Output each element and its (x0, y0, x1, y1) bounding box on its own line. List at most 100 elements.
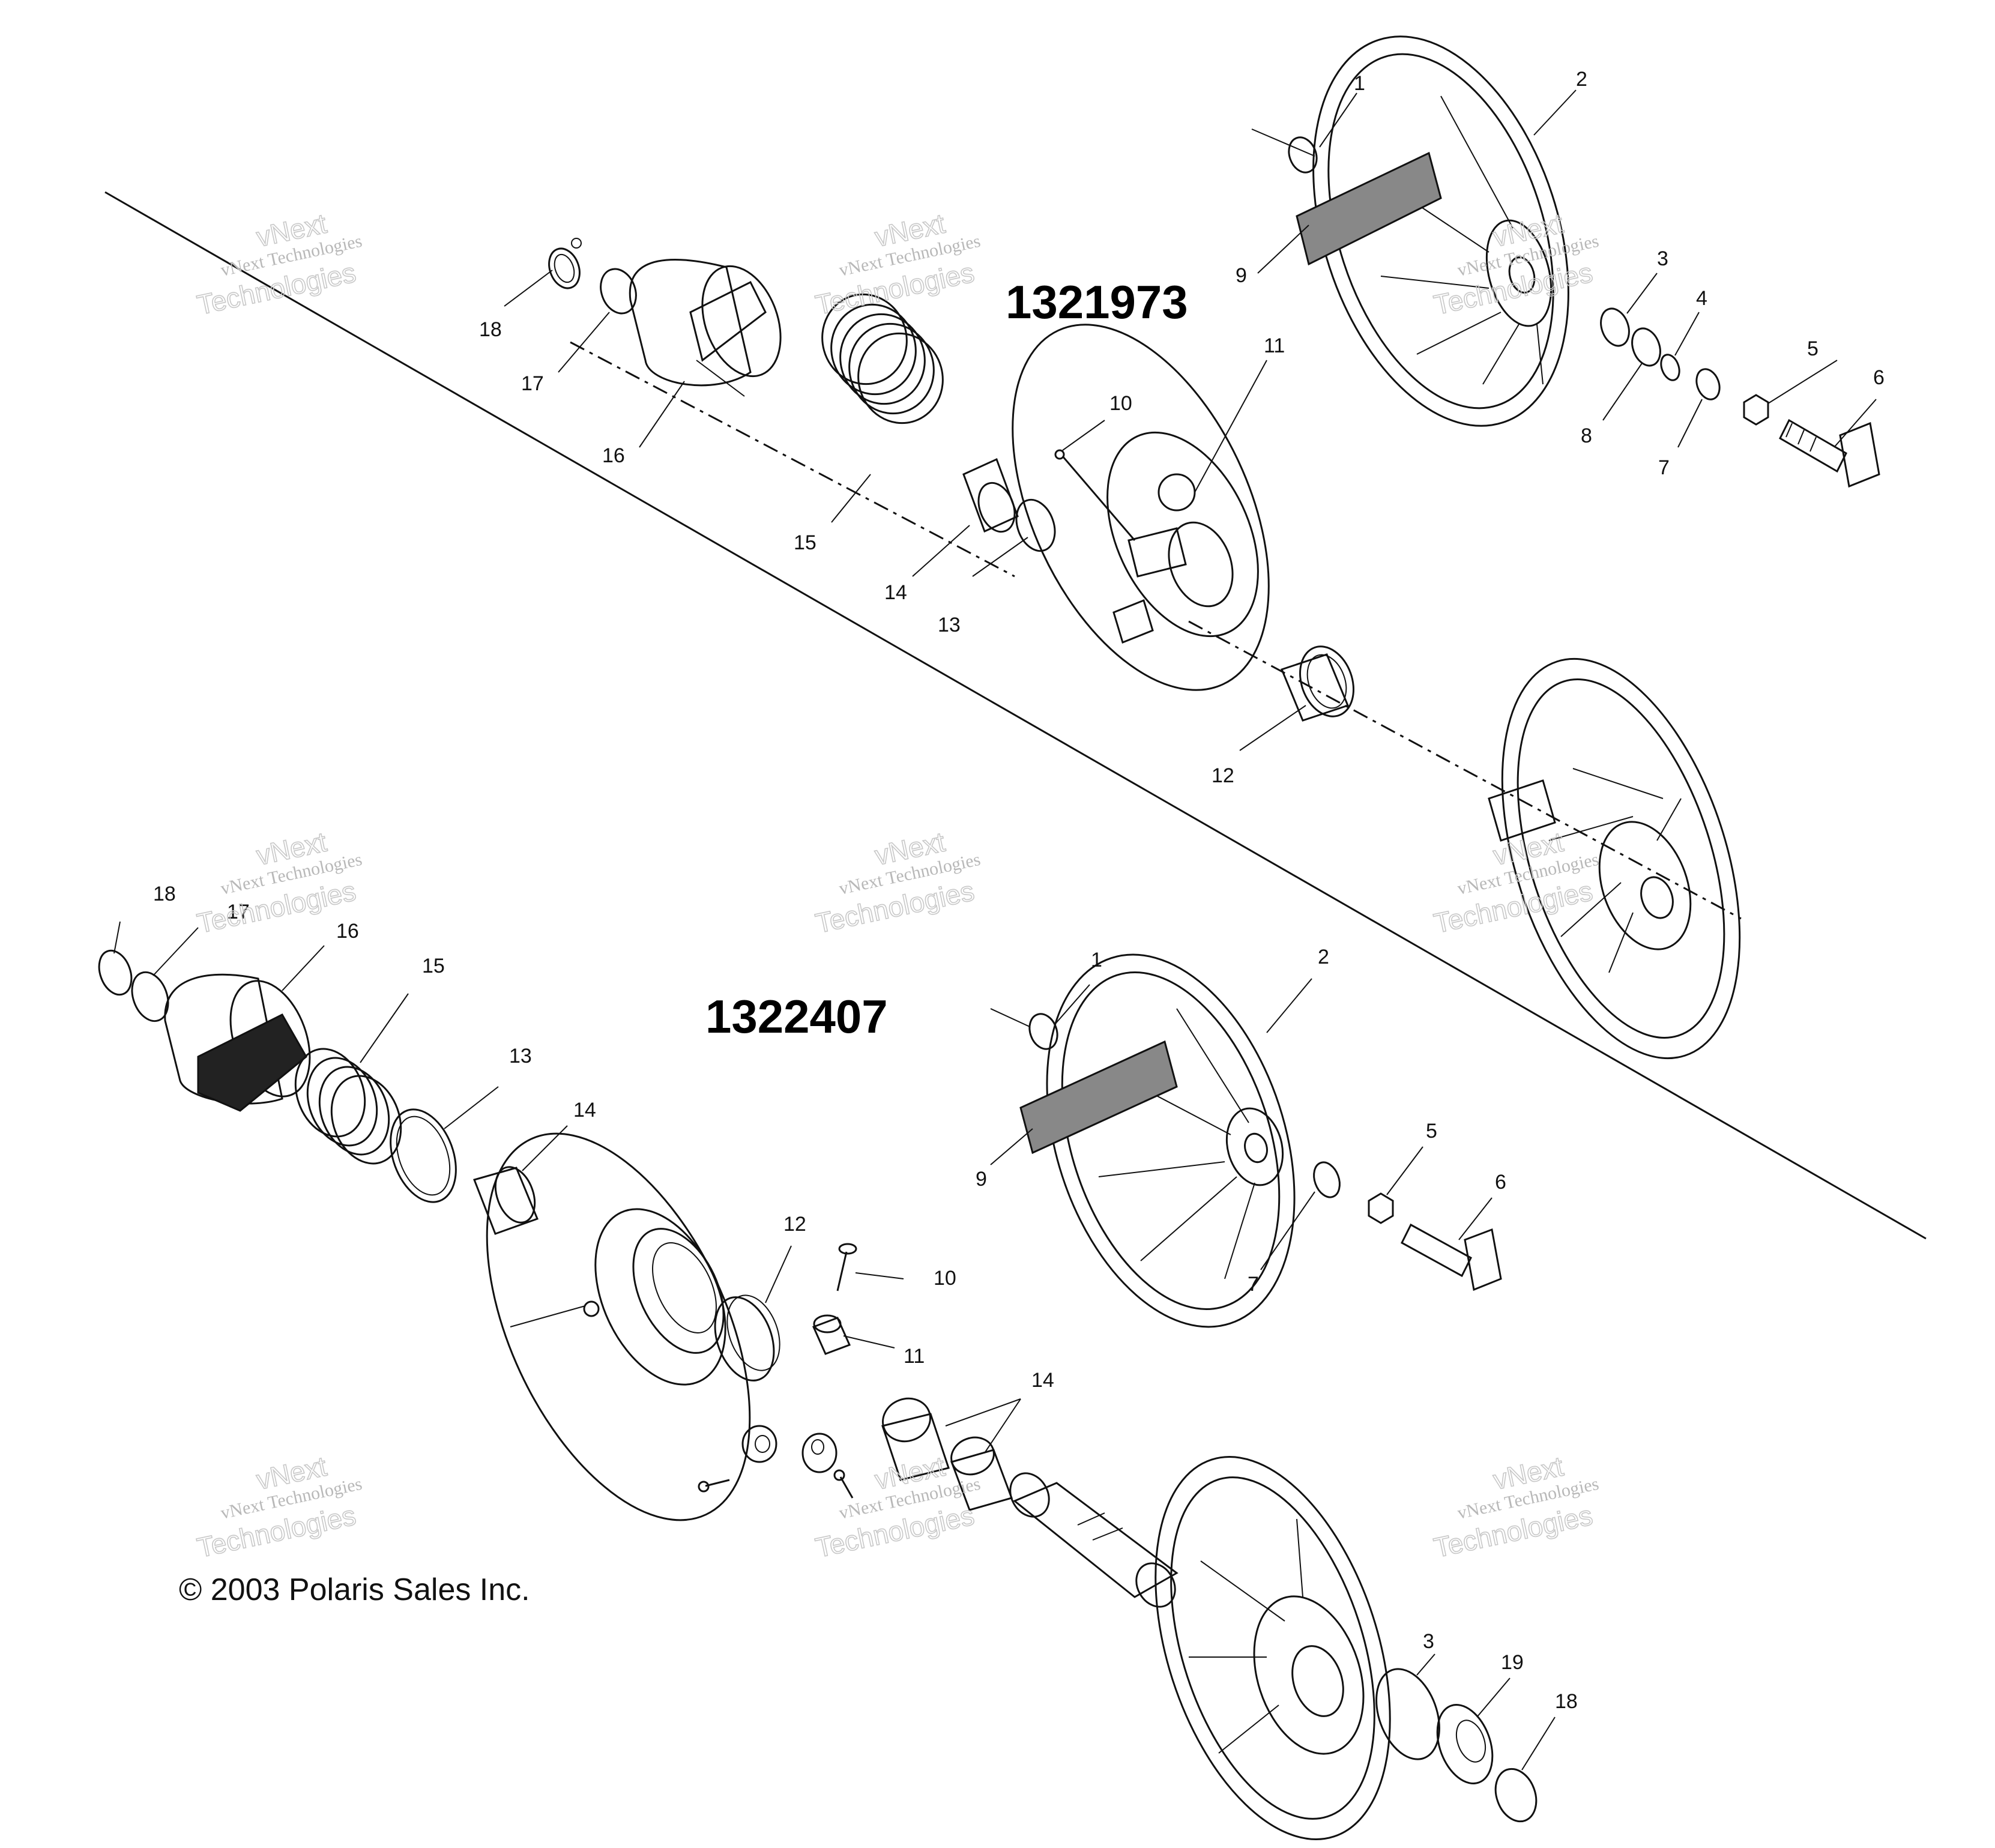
callout-14-upper: 14 (884, 581, 907, 604)
watermark-2: vNext Technologies vNext Technologies (812, 207, 982, 321)
fixed-sheave-upper (1488, 657, 1741, 1060)
ring-12-lower (714, 1294, 780, 1381)
callout-6-upper: 6 (1873, 366, 1885, 389)
cam-16-upper (629, 259, 782, 397)
watermark-8: vNext Technologies vNext Technologies (812, 1450, 982, 1564)
callout-2-lower: 2 (1318, 946, 1329, 968)
callout-5-lower: 5 (1426, 1120, 1437, 1143)
callout-7-lower: 7 (1248, 1273, 1259, 1296)
callout-12-lower: 12 (783, 1213, 806, 1236)
moveable-sheave-upper (1012, 324, 1270, 691)
bearing-12-upper (1281, 645, 1354, 722)
washer-8-upper (1631, 327, 1661, 367)
lower-axis-line (990, 1008, 1030, 1027)
callout-17-lower: 17 (227, 901, 250, 923)
leader-lines (113, 89, 1877, 1771)
callout-3-upper: 3 (1657, 247, 1668, 270)
nut-5-lower (1368, 1192, 1394, 1224)
watermark-7: vNext Technologies vNext Technologies (194, 1450, 364, 1564)
washer-13-upper (1015, 498, 1056, 552)
callout-16-upper: 16 (602, 444, 625, 467)
callout-13-upper: 13 (938, 614, 961, 636)
bolt-6-upper (1779, 418, 1880, 488)
callout-14b-lower: 14 (1031, 1369, 1054, 1392)
washer-19-lower (1436, 1704, 1494, 1784)
screw-10-lower (836, 1243, 857, 1291)
button-part-lower (801, 1433, 838, 1473)
upper-axis-line-c (1251, 128, 1315, 157)
callout-labels: 1 2 3 4 5 6 7 8 9 10 11 12 13 14 15 16 1… (153, 68, 1885, 1713)
washer-1-upper (1288, 136, 1318, 174)
watermark-3: vNext Technologies vNext Technologies (1431, 207, 1601, 321)
upper-assembly (548, 35, 1880, 1060)
lower-assembly (98, 949, 1538, 1840)
washer-7-upper (1695, 368, 1721, 400)
moveable-sheave-lower (486, 1132, 751, 1521)
assembly-number-upper: 1321973 (1006, 276, 1188, 328)
nut-5-upper (1743, 394, 1769, 426)
callout-6-lower: 6 (1495, 1171, 1506, 1194)
callout-2-upper: 2 (1576, 68, 1587, 91)
callout-18-lower: 18 (153, 883, 176, 905)
washer-4-upper (1660, 354, 1680, 381)
washer-1-lower (1028, 1013, 1058, 1050)
callout-11-upper: 11 (1264, 334, 1285, 357)
assembly-divider-line (104, 191, 1927, 1240)
washer-13-lower (390, 1108, 457, 1203)
callout-12-upper: 12 (1212, 764, 1234, 787)
callout-5-upper: 5 (1807, 337, 1818, 360)
fixed-sheave-mid (1019, 953, 1296, 1328)
callout-7-upper: 7 (1658, 456, 1670, 479)
callout-11-lower: 11 (904, 1345, 925, 1368)
callout-9-upper: 9 (1236, 264, 1247, 287)
bolt-6-lower (1401, 1223, 1502, 1291)
callout-13-lower: 13 (509, 1045, 532, 1067)
watermark-1: vNext Technologies vNext Technologies (194, 207, 364, 321)
assembly-number-lower: 1322407 (705, 990, 888, 1043)
callout-16-lower: 16 (336, 920, 359, 943)
upper-axis-line-a (570, 341, 1015, 578)
washer-3-lower (1375, 1668, 1440, 1760)
spring-15-upper (821, 293, 944, 424)
washer-7-lower (1313, 1161, 1341, 1198)
callout-19-lower: 19 (1501, 1651, 1524, 1674)
snap-ring-18-upper (548, 238, 582, 289)
spring-15-lower (294, 1048, 402, 1165)
fixed-sheave-top (1296, 35, 1569, 427)
button-11-lower (812, 1314, 851, 1355)
callout-10-lower: 10 (934, 1267, 956, 1290)
callout-1-lower: 1 (1091, 949, 1102, 971)
callout-18b-lower: 18 (1555, 1690, 1578, 1713)
callout-4-upper: 4 (1696, 287, 1707, 310)
watermark-9: vNext Technologies vNext Technologies (1431, 1450, 1601, 1564)
screw-part-lower (698, 1479, 730, 1493)
washer-3-upper (1600, 307, 1630, 347)
fixed-sheave-lower (1154, 1456, 1391, 1840)
cam-16-lower (164, 973, 311, 1112)
callout-10-upper: 10 (1109, 392, 1132, 415)
callout-18-upper: 18 (479, 318, 502, 341)
washer-17-lower (131, 971, 169, 1022)
callout-15-lower: 15 (422, 955, 445, 977)
watermark-6: vNext Technologies vNext Technologies (1431, 826, 1601, 940)
callout-1-upper: 1 (1354, 72, 1365, 95)
roller-part-lower (741, 1425, 777, 1463)
small-screw-lower (833, 1469, 854, 1499)
snap-ring-18-lower-b (1494, 1768, 1538, 1823)
callout-14-lower: 14 (573, 1099, 596, 1122)
watermarks: vNext Technologies vNext Technologies vN… (194, 207, 1601, 1564)
callout-15-upper: 15 (794, 531, 816, 554)
callout-8-upper: 8 (1581, 424, 1592, 447)
washer-17-upper (600, 268, 637, 315)
upper-axis-line-b (1188, 620, 1742, 920)
bushing-14-upper (962, 457, 1019, 533)
watermark-5: vNext Technologies vNext Technologies (812, 826, 982, 940)
bushing-14-lower (473, 1166, 539, 1235)
callout-9-lower: 9 (976, 1168, 987, 1191)
callout-17-upper: 17 (521, 372, 544, 395)
callout-3-lower: 3 (1423, 1630, 1434, 1653)
copyright-text: © 2003 Polaris Sales Inc. (179, 1572, 530, 1607)
snap-ring-18-lower (98, 949, 133, 996)
